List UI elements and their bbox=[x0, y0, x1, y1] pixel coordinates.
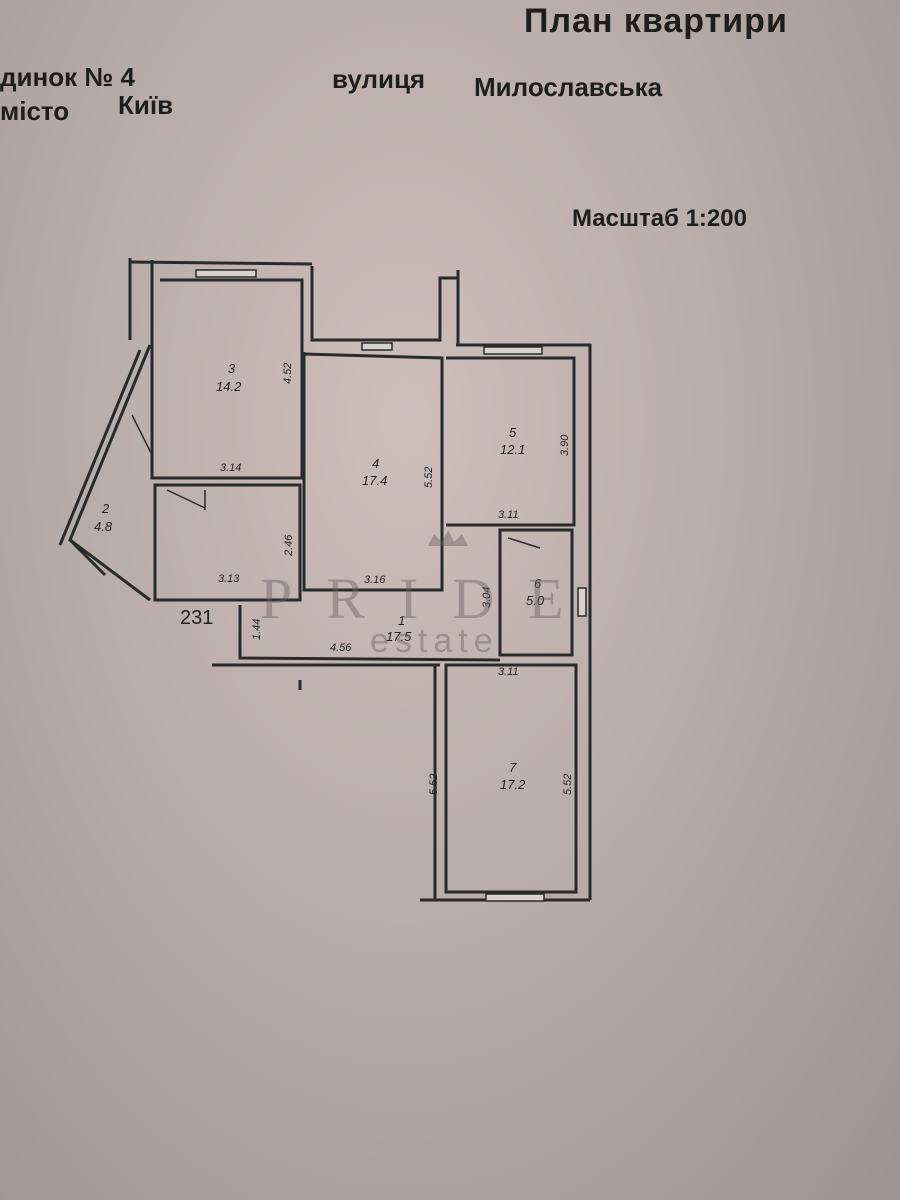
room-2-number: 2 bbox=[101, 501, 110, 516]
room-2-area: 4.8 bbox=[94, 519, 113, 534]
page-title: План квартири bbox=[524, 2, 788, 40]
room-5-area: 12.1 bbox=[500, 442, 525, 457]
dim-room-4-height: 5.52 bbox=[423, 467, 435, 488]
watermark-brand: PRIDE bbox=[260, 566, 598, 631]
city-name: Київ bbox=[118, 90, 174, 120]
room-1-number: 1 bbox=[398, 613, 405, 628]
walls bbox=[58, 258, 592, 902]
dim-room-5-height: 3.90 bbox=[559, 434, 571, 456]
dim-room-6-width: 3.11 bbox=[498, 666, 519, 678]
scale-label: Масштаб 1:200 bbox=[572, 205, 747, 232]
dim-room-3-height: 4.52 bbox=[282, 363, 294, 384]
dim-room-7-right: 5.52 bbox=[562, 774, 574, 795]
dim-hall-width: 4.56 bbox=[330, 642, 352, 654]
window-room-5 bbox=[483, 346, 543, 355]
dim-room-3-width: 3.14 bbox=[220, 462, 241, 474]
watermark-sub: estate bbox=[370, 622, 499, 660]
street-name: Милославська bbox=[474, 72, 663, 102]
room-6-area: 5.0 bbox=[526, 593, 545, 608]
room-7-number: 7 bbox=[509, 760, 517, 775]
room-6-number: 6 bbox=[534, 576, 542, 591]
window-room-7 bbox=[485, 893, 545, 902]
dim-room-4-width: 3.16 bbox=[364, 574, 386, 586]
building-number: динок № 4 bbox=[0, 62, 135, 92]
street-label: вулиця bbox=[332, 64, 426, 94]
window-room-3 bbox=[195, 269, 257, 278]
room-3-area: 14.2 bbox=[216, 379, 242, 394]
watermark: PRIDE estate bbox=[260, 530, 598, 660]
window-room-6 bbox=[577, 587, 587, 617]
room-4-area: 17.4 bbox=[362, 473, 387, 488]
room-4-number: 4 bbox=[372, 456, 379, 471]
dim-storage-width: 3.13 bbox=[218, 573, 240, 585]
windows bbox=[195, 269, 587, 902]
dim-room-5-width: 3.11 bbox=[498, 509, 519, 521]
room-7-area: 17.2 bbox=[500, 777, 526, 792]
stair-number: 231 bbox=[180, 607, 213, 629]
dim-room-7-left: 5.52 bbox=[428, 774, 440, 795]
dim-storage-height: 2.46 bbox=[283, 534, 295, 557]
room-1-area: 17.5 bbox=[386, 629, 412, 644]
crown-icon bbox=[428, 530, 468, 546]
room-3-number: 3 bbox=[228, 361, 236, 376]
city-label: місто bbox=[0, 96, 70, 126]
room-5-number: 5 bbox=[509, 425, 517, 440]
dim-room-6-height: 3.04 bbox=[481, 587, 493, 608]
window-balcony bbox=[361, 342, 393, 351]
dim-hall-height: 1.44 bbox=[251, 619, 263, 640]
door-marks bbox=[131, 414, 541, 549]
